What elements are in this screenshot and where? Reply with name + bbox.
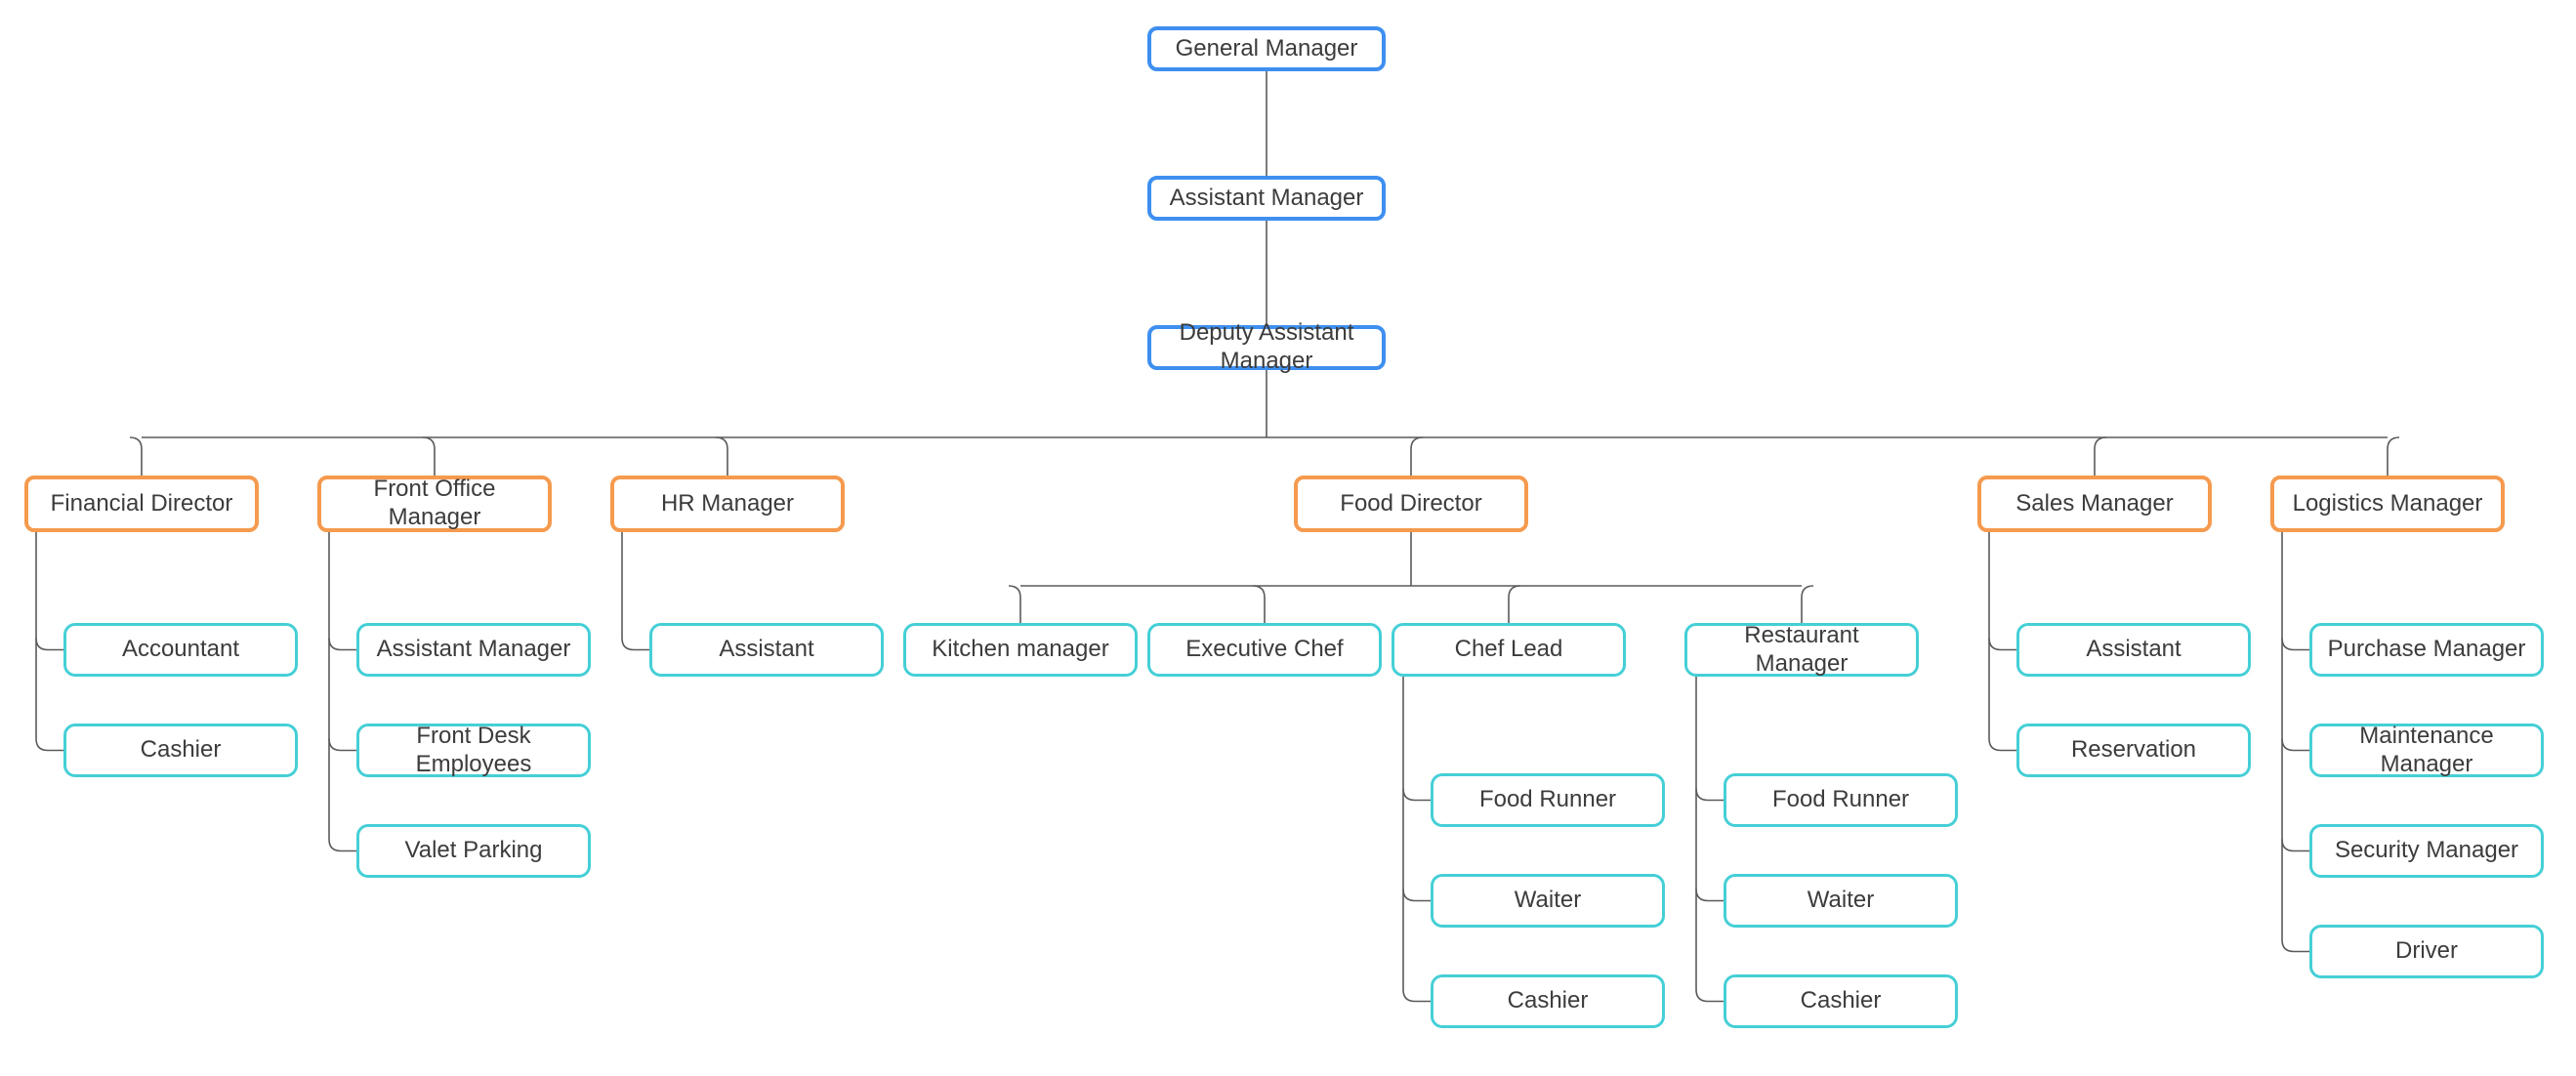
org-node-label: Cashier bbox=[1507, 987, 1589, 1014]
connector-branch-fin-cashier bbox=[35, 738, 63, 752]
connector-branch-chef-food-runner bbox=[1402, 788, 1431, 802]
org-node-front-office-manager[interactable]: Front Office Manager bbox=[317, 476, 552, 532]
org-node-label: Accountant bbox=[121, 636, 240, 663]
org-node-log-purchase-manager[interactable]: Purchase Manager bbox=[2309, 623, 2544, 677]
org-node-fo-front-desk[interactable]: Front Desk Employees bbox=[356, 722, 591, 777]
org-node-log-driver[interactable]: Driver bbox=[2309, 925, 2544, 978]
org-node-logistics-manager[interactable]: Logistics Manager bbox=[2270, 476, 2505, 532]
org-node-log-security[interactable]: Security Manager bbox=[2309, 824, 2544, 878]
org-node-label: Assistant Manager bbox=[1169, 184, 1364, 211]
connector-drop-executive-chef bbox=[1252, 585, 1266, 623]
org-node-label: Reservation bbox=[2070, 736, 2197, 764]
connector-drop-kitchen-manager bbox=[1008, 585, 1021, 623]
org-node-label: Waiter bbox=[1807, 887, 1875, 914]
org-node-fo-valet-parking[interactable]: Valet Parking bbox=[356, 824, 591, 878]
connector-branch-log-maintenance bbox=[2281, 738, 2309, 752]
connector-branch-log-purchase-manager bbox=[2281, 638, 2309, 651]
org-node-sales-manager[interactable]: Sales Manager bbox=[1977, 476, 2212, 532]
connector-branch-sales-assistant bbox=[1988, 638, 2016, 651]
org-node-label: Purchase Manager bbox=[2327, 636, 2526, 663]
org-node-label: Food Runner bbox=[1478, 786, 1617, 813]
connector-branch-log-driver bbox=[2281, 939, 2309, 953]
org-node-fo-assistant-manager[interactable]: Assistant Manager bbox=[356, 623, 591, 677]
connector-branch-hr-assistant bbox=[621, 638, 649, 651]
org-node-label: Assistant bbox=[719, 636, 814, 663]
org-node-label: Sales Manager bbox=[2015, 489, 2174, 517]
org-node-label: Security Manager bbox=[2334, 837, 2519, 864]
connector-branch-rest-cashier bbox=[1695, 989, 1724, 1003]
org-node-hr-manager[interactable]: HR Manager bbox=[610, 476, 845, 532]
org-node-label: Maintenance Manager bbox=[2359, 722, 2494, 777]
connector-branch-fo-front-desk bbox=[328, 738, 356, 752]
org-node-chef-cashier[interactable]: Cashier bbox=[1431, 974, 1665, 1028]
connector-branch-fo-assistant-manager bbox=[328, 638, 356, 651]
org-node-label: Chef Lead bbox=[1454, 636, 1563, 663]
connector-drop-logistics-manager bbox=[2387, 436, 2400, 476]
org-node-label: Food Director bbox=[1340, 489, 1482, 517]
org-node-deputy-assistant[interactable]: Deputy Assistant Manager bbox=[1147, 319, 1386, 374]
org-node-restaurant-manager[interactable]: Restaurant Manager bbox=[1684, 621, 1919, 677]
org-node-chef-food-runner[interactable]: Food Runner bbox=[1431, 773, 1665, 827]
org-node-label: Logistics Manager bbox=[2292, 489, 2483, 517]
org-node-rest-waiter[interactable]: Waiter bbox=[1724, 874, 1958, 928]
org-node-label: Executive Chef bbox=[1185, 636, 1344, 663]
org-node-food-director[interactable]: Food Director bbox=[1294, 476, 1528, 532]
org-node-general-manager[interactable]: General Manager bbox=[1147, 26, 1386, 71]
org-node-rest-food-runner[interactable]: Food Runner bbox=[1724, 773, 1958, 827]
connector-branch-rest-waiter bbox=[1695, 889, 1724, 902]
org-node-sales-assistant[interactable]: Assistant bbox=[2016, 623, 2251, 677]
org-node-label: Front Desk Employees bbox=[415, 722, 532, 777]
org-node-assistant-manager[interactable]: Assistant Manager bbox=[1147, 176, 1386, 221]
org-node-label: Driver bbox=[2395, 937, 2458, 965]
org-node-label: Food Runner bbox=[1771, 786, 1910, 813]
org-node-log-maintenance[interactable]: Maintenance Manager bbox=[2309, 722, 2544, 777]
connector-branch-fin-accountant bbox=[35, 638, 63, 651]
org-node-label: Front Office Manager bbox=[373, 476, 496, 530]
org-node-executive-chef[interactable]: Executive Chef bbox=[1147, 623, 1382, 677]
connector-branch-rest-food-runner bbox=[1695, 788, 1724, 802]
connector-drop-restaurant-manager bbox=[1801, 585, 1814, 623]
org-node-label: Assistant Manager bbox=[376, 636, 571, 663]
org-node-label: Financial Director bbox=[50, 489, 233, 517]
connector-branch-chef-cashier bbox=[1402, 989, 1431, 1003]
org-node-rest-cashier[interactable]: Cashier bbox=[1724, 974, 1958, 1028]
org-node-sales-reservation[interactable]: Reservation bbox=[2016, 724, 2251, 777]
connector-drop-food-director bbox=[1410, 436, 1424, 476]
org-node-kitchen-manager[interactable]: Kitchen manager bbox=[903, 623, 1138, 677]
connector-branch-fo-valet-parking bbox=[328, 839, 356, 852]
connector-branch-sales-reservation bbox=[1988, 738, 2016, 752]
org-node-chef-lead[interactable]: Chef Lead bbox=[1392, 623, 1626, 677]
org-node-label: Kitchen manager bbox=[932, 636, 1109, 663]
org-node-label: General Manager bbox=[1175, 34, 1358, 62]
org-node-label: Cashier bbox=[1800, 987, 1882, 1014]
org-node-label: Assistant bbox=[2086, 636, 2181, 663]
org-node-label: Deputy Assistant Manager bbox=[1179, 319, 1354, 374]
connector-branch-chef-waiter bbox=[1402, 889, 1431, 902]
connector-drop-sales-manager bbox=[2094, 436, 2107, 476]
org-node-fin-cashier[interactable]: Cashier bbox=[63, 724, 298, 777]
connector-branch-log-security bbox=[2281, 839, 2309, 852]
connector-drop-chef-lead bbox=[1508, 585, 1521, 623]
org-node-label: Cashier bbox=[140, 736, 222, 764]
org-node-label: HR Manager bbox=[660, 489, 795, 517]
connector-drop-hr-manager bbox=[715, 436, 728, 476]
org-node-label: Waiter bbox=[1514, 887, 1582, 914]
org-node-hr-assistant[interactable]: Assistant bbox=[649, 623, 884, 677]
org-node-fin-accountant[interactable]: Accountant bbox=[63, 623, 298, 677]
org-node-label: Valet Parking bbox=[404, 837, 543, 864]
org-node-label: Restaurant Manager bbox=[1744, 621, 1859, 677]
org-node-chef-waiter[interactable]: Waiter bbox=[1431, 874, 1665, 928]
connector-drop-financial-director bbox=[129, 436, 143, 476]
connector-drop-front-office-manager bbox=[422, 436, 436, 476]
org-node-financial-director[interactable]: Financial Director bbox=[24, 476, 259, 532]
